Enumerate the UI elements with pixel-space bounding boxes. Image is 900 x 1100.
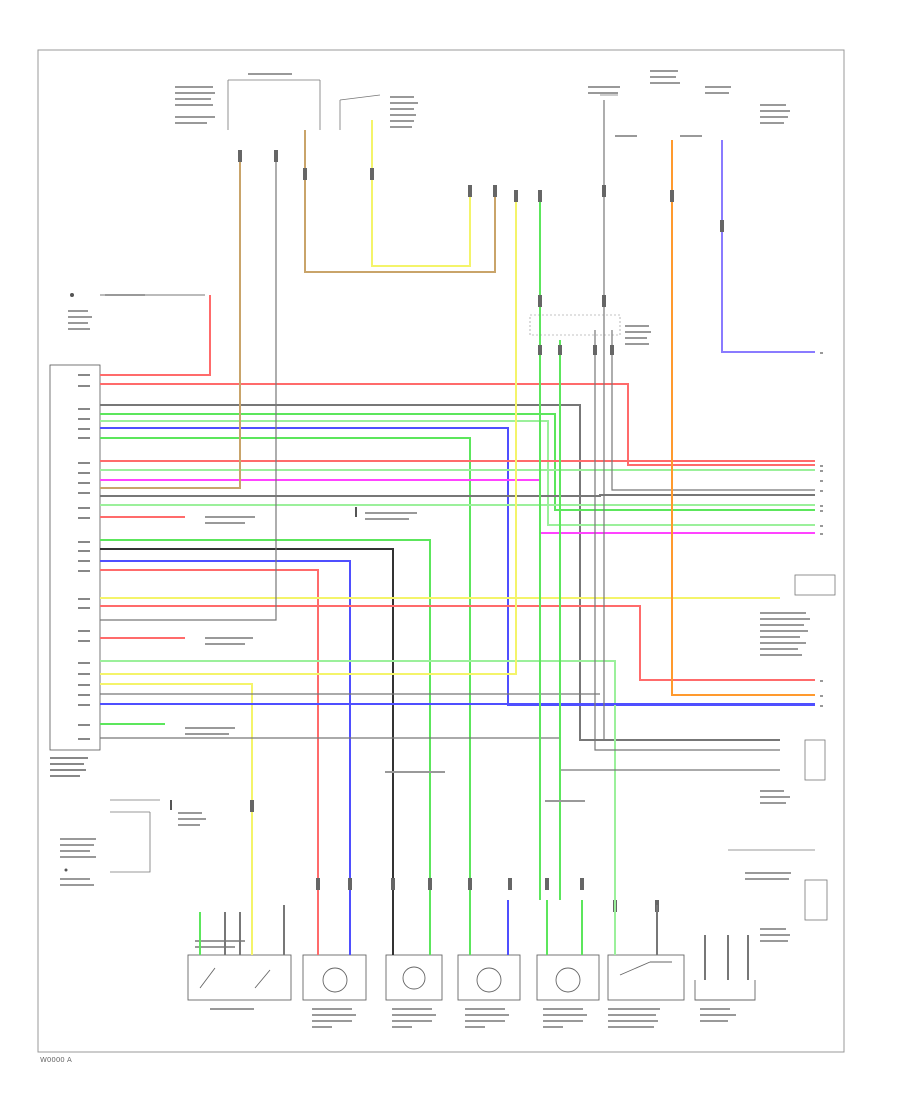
wire-gray-3 [100, 160, 277, 621]
wire-red-5 [100, 569, 319, 900]
module-caption [50, 757, 88, 777]
component-stubs [199, 900, 749, 980]
wire-gray-2 [100, 494, 815, 497]
wire-red-1 [100, 295, 211, 376]
wire-red-6 [100, 605, 815, 681]
bottom-components [187, 954, 756, 1001]
splice-box [529, 314, 621, 336]
control-module-box [49, 364, 101, 751]
module-pin-labels [78, 374, 90, 740]
wire-green-3 [100, 437, 471, 900]
wire-green-2 [100, 420, 815, 526]
wire-red-2 [100, 383, 815, 466]
component-sensor-3 [457, 954, 521, 1001]
wire-gray-1 [100, 404, 780, 741]
inline-callouts [170, 507, 585, 826]
reference-code: W0000 A [40, 1056, 72, 1064]
top-labels [175, 70, 790, 137]
right-pin-ticks [820, 352, 823, 707]
wire-gray-5 [100, 737, 780, 771]
diagram-frame [37, 49, 845, 1053]
splice-labels [625, 325, 651, 345]
component-relay [607, 954, 685, 1001]
right-components [728, 574, 836, 921]
top-feeds [100, 100, 815, 900]
feed-gray-right-3 [611, 330, 815, 491]
wire-blue-2 [100, 560, 351, 900]
feed-orange [671, 140, 815, 696]
wire-yellow-3 [100, 683, 253, 900]
left-indicator [68, 293, 145, 330]
harness-wires [100, 160, 815, 900]
feed-gray-right-2 [594, 330, 780, 751]
component-sensor-4 [536, 954, 600, 1001]
right-labels [745, 612, 810, 942]
feed-yellow-loop [371, 120, 471, 267]
wire-green-7 [100, 660, 616, 900]
feed-tan-loop [304, 130, 496, 273]
bottom-labels [195, 940, 736, 1028]
component-sensor-2 [385, 954, 443, 1001]
wire-tan-1 [100, 160, 241, 489]
wire-green-6 [100, 539, 431, 900]
connector-marks [238, 150, 724, 912]
wire-black-1 [100, 548, 394, 900]
feed-purple [721, 140, 815, 353]
component-switch [187, 954, 292, 1001]
top-fuse-block [227, 79, 618, 130]
wire-yellow-2 [100, 190, 517, 675]
component-sensor-1 [302, 954, 367, 1001]
component-connector [694, 980, 756, 1001]
bottom-left-block [60, 799, 160, 886]
